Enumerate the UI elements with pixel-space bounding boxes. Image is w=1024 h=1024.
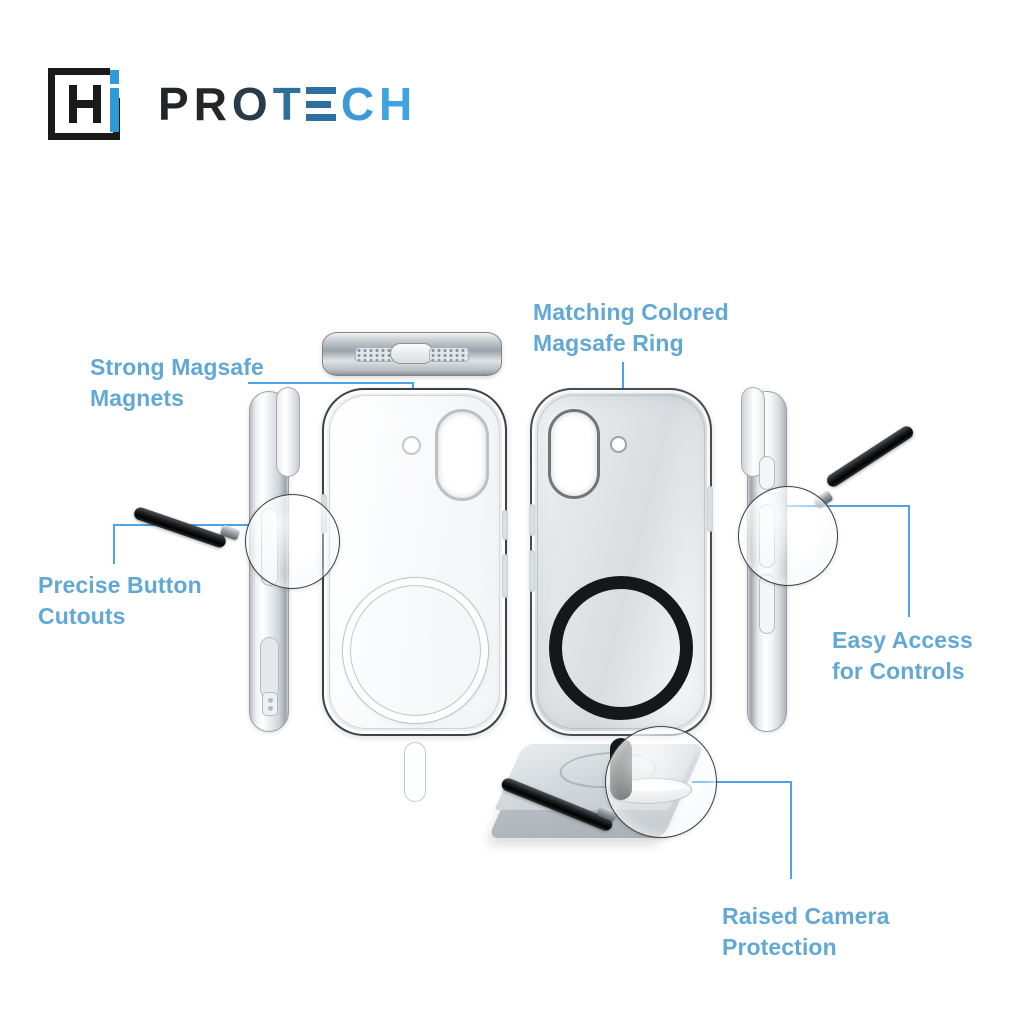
camera-cutout-gray <box>548 409 600 499</box>
magnifier-glass-right <box>738 486 838 586</box>
logo-i-stem <box>110 88 119 132</box>
speaker-grille-left <box>355 347 395 362</box>
connector-raised-vertical <box>790 781 792 879</box>
logo-letter-r: R <box>193 78 232 130</box>
callout-easy-access-for-controls: Easy Access for Controls <box>832 627 973 684</box>
logo-letter-p: P <box>158 78 194 130</box>
logo-i-dot <box>110 70 119 84</box>
logo-bracket-top <box>48 68 110 75</box>
connector-easy-horizontal <box>782 505 910 507</box>
magnifier-glass-bottom <box>605 726 717 838</box>
magnifier-handle-right <box>824 423 916 490</box>
case-edge-button-left-c <box>529 550 535 592</box>
product-case-gray-back <box>529 388 713 800</box>
flash-cutout-gray <box>610 436 627 453</box>
speaker-grille-right <box>429 347 469 362</box>
case-edge-button-right-b <box>502 554 508 598</box>
camera-cutout-clear <box>435 409 489 501</box>
logo-letter-t: T <box>272 78 306 130</box>
case-edge-button-right-a <box>502 510 508 540</box>
magnifier-handle-left <box>132 505 228 550</box>
connector-easy-vertical <box>908 505 910 617</box>
case-edge-button-right-c <box>707 486 713 532</box>
usb-c-port-cutout <box>390 343 434 364</box>
brand-logo: P R O T C H <box>48 68 417 140</box>
logo-letter-e <box>305 87 336 121</box>
product-case-clear-back <box>321 388 508 802</box>
logo-letter-o: O <box>231 78 273 130</box>
logo-bracket-bottom <box>48 133 120 140</box>
connector-magnets-horizontal <box>248 382 414 384</box>
product-edge-bottom-view <box>322 332 502 376</box>
magsafe-ring-clear-case <box>342 578 488 723</box>
callout-strong-magsafe-magnets: Strong Magsafe Magnets <box>90 354 264 411</box>
logo-mark-icon <box>48 68 140 140</box>
logo-wordmark: P R O T C H <box>158 81 417 127</box>
callout-precise-button-cutouts: Precise Button Cutouts <box>38 572 202 629</box>
callout-raised-camera-protection: Raised Camera Protection <box>722 903 890 960</box>
magsafe-alignment-slot-clear <box>403 742 426 802</box>
mic-port-cutout <box>262 692 278 716</box>
case-edge-button-left-b <box>529 504 535 536</box>
callout-matching-colored-magsafe-ring: Matching Colored Magsafe Ring <box>533 299 729 356</box>
logo-bracket-left <box>48 68 55 140</box>
flash-cutout-clear <box>402 436 421 455</box>
connector-precise-vertical <box>113 524 115 564</box>
action-button-cutout <box>759 456 775 490</box>
power-button-cutout <box>260 637 279 699</box>
logo-letter-h: H <box>379 78 418 130</box>
logo-letter-c: C <box>340 78 380 130</box>
connector-raised-horizontal <box>692 781 792 783</box>
magnifier-glass-left <box>245 494 340 589</box>
logo-h-crossbar <box>69 100 101 108</box>
magsafe-ring-gray-case <box>549 576 693 720</box>
